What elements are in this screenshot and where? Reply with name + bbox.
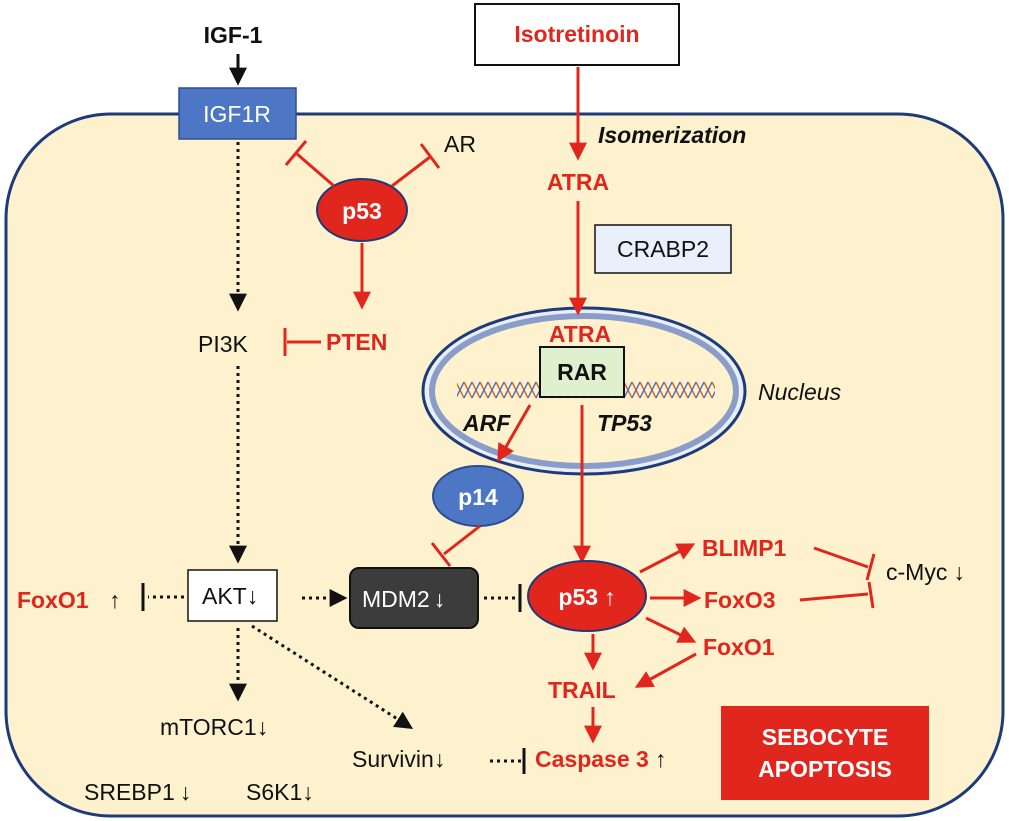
arrow-arf-p14 [497, 404, 532, 463]
arrow-p53-blimp1 [639, 543, 696, 574]
p14-label: p14 [458, 484, 498, 510]
ar-label: AR [444, 131, 476, 157]
sebocyte-line1: SEBOCYTE [762, 724, 889, 750]
isomerization-label: Isomerization [598, 122, 746, 148]
p53-top-node [316, 178, 408, 242]
akt-label: AKT↓ [202, 583, 258, 609]
s6k1-label: S6K1↓ [246, 779, 314, 805]
foxo3-label: FoxO3 [704, 587, 776, 613]
igf1r-box [178, 87, 297, 140]
inhibit-bar-mdm2 [430, 542, 452, 567]
foxo1-right-label: FoxO1 [703, 634, 775, 660]
inhibit-p53-ar [391, 155, 431, 188]
arrow-akt-survivin [251, 624, 414, 729]
blimp1-label: BLIMP1 [702, 535, 787, 561]
cmyc-label: c-Myc↓ [886, 559, 965, 585]
isotretinoin-box [474, 3, 680, 66]
p53-bottom-node [527, 560, 647, 632]
atra-nucleus-label: ATRA [549, 321, 611, 347]
p53-top-label: p53 [342, 198, 382, 224]
igf1-label: IGF-1 [204, 22, 263, 48]
pten-label: PTEN [326, 329, 387, 355]
inhibit-p53-igf1r [296, 152, 335, 188]
nucleus-label: Nucleus [758, 379, 842, 405]
tp53-label: TP53 [597, 410, 652, 436]
atra-top-label: ATRA [547, 169, 609, 195]
inhibit-bar-cmyc-bottom [867, 581, 875, 609]
mdm2-box [349, 567, 479, 629]
akt-box [187, 569, 278, 622]
rar-box [539, 346, 625, 398]
srebp1-label: SREBP1↓ [84, 779, 191, 805]
survivin-label: Survivin↓ [352, 746, 445, 772]
crabp2-label: CRABP2 [617, 236, 709, 262]
inhibit-bar-cmyc-top [865, 553, 876, 581]
cell-membrane [4, 112, 1005, 818]
inhibit-blimp1-cmyc [813, 546, 869, 569]
mdm2-label: MDM2↓ [362, 586, 445, 612]
arrow-foxo1-trail [634, 652, 697, 688]
mtorc1-label: mTORC1↓ [160, 714, 268, 740]
pi3k-label: PI3K [198, 331, 249, 357]
foxo1-left-label: FoxO1 [17, 587, 89, 613]
isotretinoin-label: Isotretinoin [514, 21, 639, 47]
inhibit-bar-igf1r [284, 140, 308, 166]
caspase3-label: Caspase 3↑ [535, 746, 666, 772]
igf1r-label: IGF1R [203, 101, 271, 127]
inhibit-foxo3-cmyc [799, 592, 869, 602]
rar-label: RAR [557, 359, 607, 385]
arf-label: ARF [462, 410, 511, 436]
crabp2-box [594, 224, 732, 274]
sebocyte-line2: APOPTOSIS [758, 756, 892, 782]
trail-label: TRAIL [548, 677, 616, 703]
inhibit-p14-mdm2 [443, 524, 481, 556]
sebocyte-apoptosis-box [721, 706, 929, 800]
inhibit-bar-ar [419, 143, 441, 169]
foxo1-left-arrow: ↑ [109, 587, 121, 613]
p53-bottom-label: p53↑ [558, 584, 615, 610]
arrow-p53-foxo1 [645, 616, 697, 643]
